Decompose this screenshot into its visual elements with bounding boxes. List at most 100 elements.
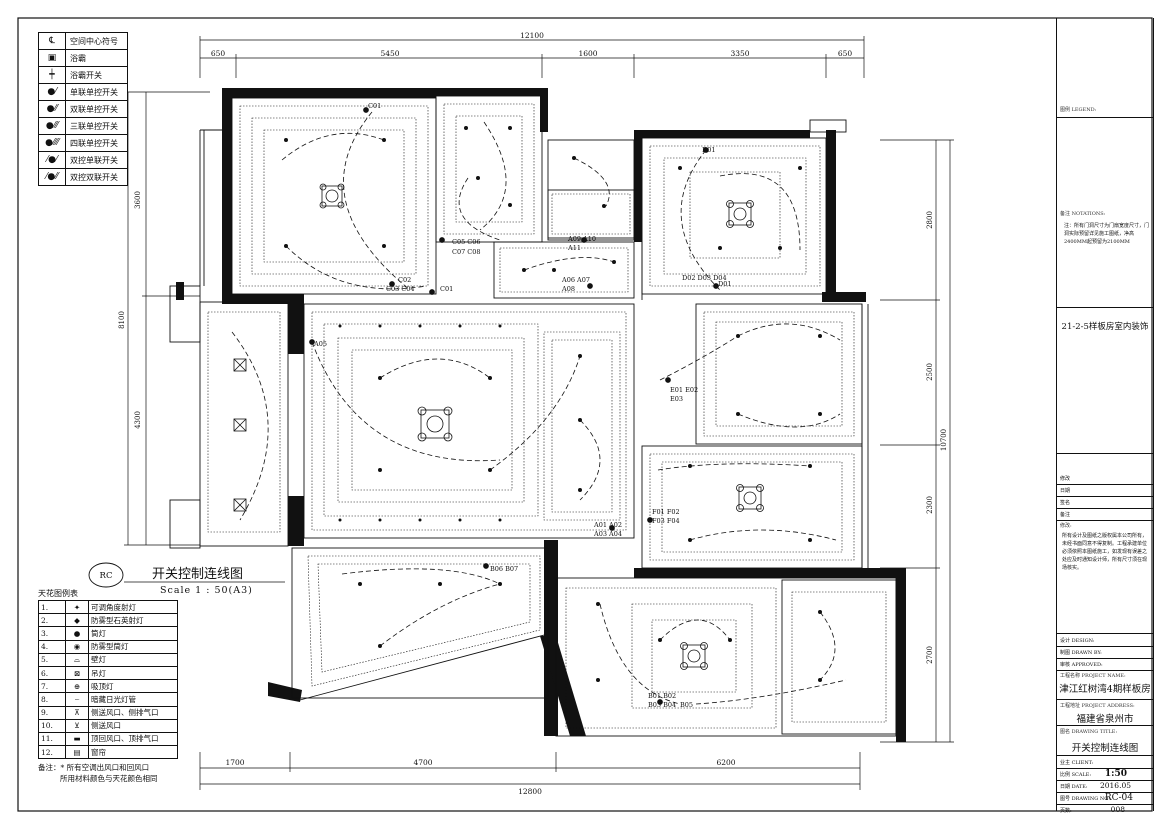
ceiling-row: 5.⌓壁灯 — [38, 652, 178, 667]
tb-drawn-row: 制图 DRAWN BY: — [1057, 646, 1153, 659]
tb-notes-text: 注：所有门洞尺寸为门扇宽度尺寸，门洞实际预留详见施工图纸，净高2400MM起预留… — [1064, 223, 1150, 245]
ceiling-row: 12.▤窗帘 — [38, 745, 178, 760]
tb-rev-cap: 修改: — [1060, 523, 1072, 529]
control-label: A05 — [313, 340, 327, 348]
ceiling-row: 11.▬顶回风口、顶排气口 — [38, 731, 178, 747]
tb-drawing-no-row: 图号 DRAWING NO:RC-04 — [1057, 792, 1153, 805]
tb-date-row: 日期 DATE:2016.05 — [1057, 780, 1153, 793]
tb-disclaimer: 所有设计及图纸之版权属本公司所有，未经书面同意不得复制。工程承建单位必须依照本图… — [1062, 533, 1148, 571]
tb-address-box: 工程地址 PROJECT ADDRESS: 福建省泉州市 — [1057, 700, 1153, 726]
control-label: D01 — [718, 280, 731, 288]
ceiling-row: 2.◆防雾型石英射灯 — [38, 613, 178, 628]
control-label: A11 — [567, 244, 581, 252]
ceiling-outlines — [207, 103, 887, 729]
tb-project-box: 21-2-5样板房室内装饰 — [1057, 308, 1153, 454]
control-label: C07 C08 — [452, 248, 481, 256]
tb-drawing-no: RC-04 — [1104, 793, 1133, 803]
control-label: A09 A10 — [567, 235, 596, 243]
ceiling-no: 4. — [38, 639, 66, 654]
dim-right-seg: 2800 — [926, 211, 934, 229]
ceiling-lamp-icon: ⊕ — [65, 679, 89, 694]
ceiling-label: 筒灯 — [88, 626, 178, 641]
control-label: C01 — [368, 102, 381, 110]
tb-notes-cap: 备注 NOTATIONS: — [1060, 211, 1106, 217]
ceiling-no: 2. — [38, 613, 66, 628]
legend-label: 浴霸开关 — [70, 70, 102, 80]
legend-row: ●⁄ 单联单控开关 — [39, 84, 127, 101]
ceiling-row: 10.⊻侧送风口 — [38, 718, 178, 733]
ceiling-no: 6. — [38, 665, 66, 681]
tb-design-row: 设计 DESIGN: — [1057, 634, 1153, 647]
ceiling-label: 顶回风口、顶排气口 — [88, 731, 178, 747]
control-label: C03 C04 — [386, 285, 415, 293]
title-block: 图例 LEGEND: 备注 NOTATIONS: 注：所有门洞尺寸为门扇宽度尺寸… — [1056, 18, 1154, 814]
control-label: D01 — [702, 146, 715, 154]
drawing-scale: Scale 1 : 50(A3) — [160, 585, 253, 596]
control-label: E01 E02 — [670, 386, 698, 394]
legend-row: ▣浴霸 — [39, 50, 127, 67]
bath-heater-icon: ▣ — [39, 50, 66, 66]
legend-row: ⁄●⁄双控单联开关 — [39, 152, 127, 169]
tb-project-main: 21-2-5样板房室内装饰 — [1061, 322, 1149, 332]
tb-check-row: 审核 APPROVED: — [1057, 658, 1153, 671]
control-label: C02 — [398, 276, 411, 284]
legend-label: 双控双联开关 — [70, 172, 118, 182]
ceiling-legend-table: 1.✦可调角度射灯 2.◆防雾型石英射灯 3.●筒灯 4.◉防雾型筒灯 5.⌓壁… — [38, 599, 178, 760]
tb-address-cap: 工程地址 PROJECT ADDRESS: — [1060, 703, 1135, 709]
tb-rev-row: 签名 — [1057, 496, 1153, 509]
legend-label: 双控单联开关 — [70, 155, 118, 165]
dim-top-seg: 650 — [838, 49, 853, 58]
dim-bottom-seg: 1700 — [225, 758, 244, 767]
ceiling-no: 12. — [38, 745, 66, 760]
ceiling-no: 11. — [38, 731, 66, 747]
partitions — [169, 95, 897, 737]
tb-rev-row: 日期 — [1057, 484, 1153, 497]
control-label: A03 A04 — [593, 530, 622, 538]
control-label: E03 — [670, 395, 683, 403]
control-label: C05 C06 — [452, 238, 481, 246]
ceiling-row: 9.⊼侧送风口、侧排气口 — [38, 705, 178, 720]
tb-drawing-title-cap: 图名 DRAWING TITLE: — [1060, 729, 1118, 735]
dim-top-seg: 650 — [211, 49, 226, 58]
tb-drawing-title: 开关控制连线图 — [1071, 743, 1139, 754]
ceiling-no: 7. — [38, 679, 66, 694]
wall-lamp-icon: ⌓ — [65, 652, 89, 667]
dim-top-seg: 1600 — [578, 49, 597, 58]
tb-client-row: 业主 CLIENT: — [1057, 756, 1153, 769]
switch-markers — [309, 107, 719, 705]
ceiling-legend-title: 天花图例表 — [38, 589, 78, 598]
control-label: B01 B02 — [648, 692, 676, 700]
ceiling-row: 4.◉防雾型筒灯 — [38, 639, 178, 654]
tb-project-name-box: 工程名称 PROJECT NAME: 津江红树湾4期样板房 — [1057, 670, 1153, 700]
legend-row: ●⁄⁄双联单控开关 — [39, 101, 127, 118]
quad-switch-icon: ●⁄⁄⁄⁄ — [39, 135, 66, 151]
control-label: B06 B07 — [490, 565, 518, 573]
quartz-spotlight-icon: ◆ — [65, 613, 89, 628]
ceiling-no: 1. — [38, 599, 66, 615]
tb-scale-row: 比例 SCALE:1:50 — [1057, 768, 1153, 781]
hidden-tube-icon: ┈ — [65, 692, 89, 707]
dual-control-double-icon: ⁄●⁄⁄ — [39, 169, 66, 185]
single-switch-icon: ●⁄ — [39, 84, 66, 100]
dim-top-seg: 5450 — [380, 49, 399, 58]
tb-date: 2016.05 — [1099, 781, 1131, 790]
legend-row: ┿浴霸开关 — [39, 67, 127, 84]
legend-row: ⁄●⁄⁄ 双控双联开关 — [39, 169, 127, 185]
drawing-title-block: RC 开关控制连线图 Scale 1 : 50(A3) — [88, 562, 285, 596]
control-label: D02 D03 D04 — [682, 274, 727, 282]
ceiling-label: 暗藏日光灯管 — [88, 692, 178, 707]
control-labels: C01 C02 C03 C04 C01 C05 C06 C07 C08 A09 … — [313, 102, 731, 709]
dim-top-total: 12100 — [520, 31, 544, 40]
pendant-lamps — [233, 183, 764, 670]
control-label: B05 — [680, 701, 693, 709]
dim-right-seg: 2500 — [926, 363, 934, 381]
legend-label: 单联单控开关 — [70, 87, 118, 97]
tb-address: 福建省泉州市 — [1076, 714, 1134, 725]
drawing-title: 开关控制连线图 — [152, 566, 243, 582]
centerline-symbol-icon: ℄ — [39, 33, 66, 49]
control-label: A06 A07 — [561, 276, 590, 284]
ceiling-label: 防雾型石英射灯 — [88, 613, 178, 628]
ceiling-label: 侧送风口、侧排气口 — [88, 705, 178, 720]
tb-notes-box: 备注 NOTATIONS: 注：所有门洞尺寸为门扇宽度尺寸，门洞实际预留详见施工… — [1057, 118, 1153, 308]
